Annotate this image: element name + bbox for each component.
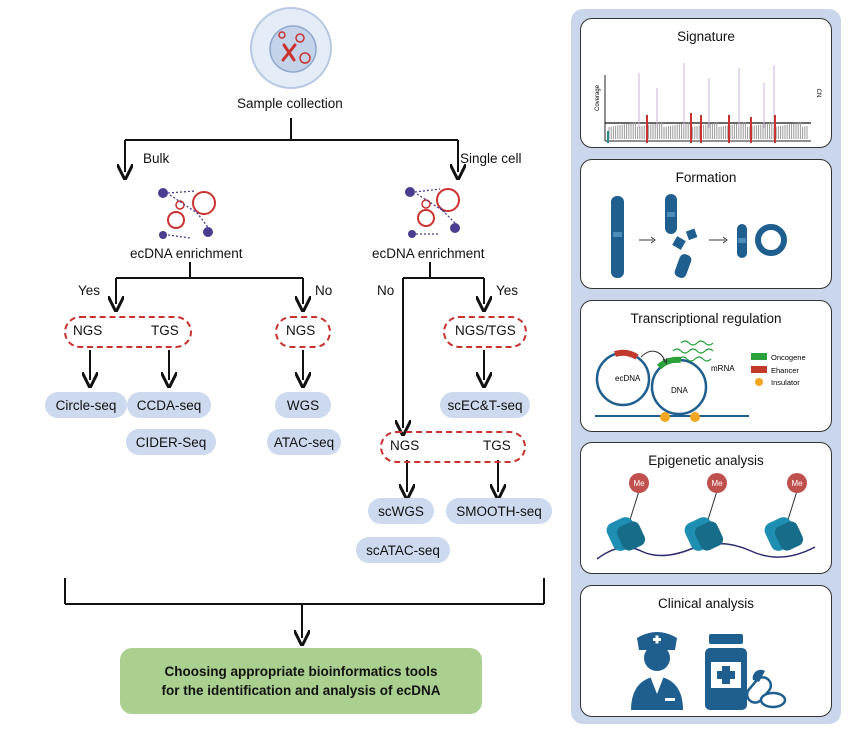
sv-arcs — [638, 63, 775, 128]
methyl-label: Me — [791, 479, 803, 488]
doctor-icon — [631, 632, 683, 710]
signature-title: Signature — [677, 29, 735, 44]
legend-insulator: Insulator — [771, 378, 800, 387]
bulk-label: Bulk — [143, 151, 170, 166]
epigenetic-card: Epigenetic analysis Me Me Me — [580, 442, 832, 574]
ecdna-circle — [755, 224, 787, 256]
enhancer-mark — [614, 349, 639, 360]
chromosome-fragments — [665, 194, 698, 278]
methyl-label: Me — [633, 479, 645, 488]
insulator-dot-2 — [690, 412, 700, 422]
method-scatac-seq: scATAC-seq — [356, 537, 450, 563]
cn-breakpoints — [646, 113, 776, 143]
pill-capsule-icon — [745, 669, 787, 709]
ngs-mid-label: NGS — [286, 323, 316, 338]
nucleosome-3: Me — [764, 473, 807, 551]
legend-insulator-swatch — [755, 378, 763, 386]
dna-text: DNA — [671, 386, 689, 395]
coverage-plot: Coverage CN — [595, 63, 821, 143]
mrna-text: mRNA — [711, 364, 735, 373]
nucleosome-2: Me — [684, 473, 727, 551]
medicine-bottle-icon — [705, 634, 747, 710]
oncogene-mark — [656, 356, 682, 370]
legend-enhancer: Ehancer — [771, 366, 799, 375]
formation-title: Formation — [675, 170, 737, 185]
method-ccda-seq: CCDA-seq — [127, 392, 211, 418]
methyl-label: Me — [711, 479, 723, 488]
nucleosome-1: Me — [606, 473, 649, 551]
clinical-card: Clinical analysis — [580, 585, 832, 717]
methyl-mark — [707, 473, 727, 493]
methyl-mark — [629, 473, 649, 493]
clinical-illustration — [631, 632, 787, 710]
cell-icon — [250, 7, 332, 89]
tgs-bottom-label: TGS — [483, 438, 511, 453]
nucleosome-illustration: Me Me Me — [596, 473, 816, 560]
legend-oncogene: Oncogene — [771, 353, 806, 362]
yes-label-left: Yes — [78, 283, 101, 298]
enrichment-icon-right — [405, 187, 460, 238]
method-scwgs: scWGS — [368, 498, 434, 524]
enrichment-label-right: ecDNA enrichment — [372, 246, 485, 261]
epigenetic-title: Epigenetic analysis — [648, 453, 764, 468]
conclusion-box: Choosing appropriate bioinformatics tool… — [120, 648, 482, 714]
method-smooth-seq: SMOOTH-seq — [446, 498, 552, 524]
method-circle-seq: Circle-seq — [45, 392, 127, 418]
formation-card: Formation — [580, 159, 832, 289]
coverage-axis-label: Coverage — [595, 84, 601, 111]
method-atac-seq: ATAC-seq — [267, 429, 341, 455]
insulator-dot-1 — [660, 412, 670, 422]
cn-axis-label: CN — [815, 89, 821, 98]
no-label-right: No — [377, 283, 395, 298]
sample-collection-label: Sample collection — [237, 96, 343, 111]
tgs-left-label: TGS — [151, 323, 179, 338]
single-cell-label: Single cell — [460, 151, 522, 166]
clinical-title: Clinical analysis — [657, 596, 755, 611]
ngs-bottom-label: NGS — [390, 438, 420, 453]
method-wgs: WGS — [275, 392, 331, 418]
legend-enhancer-swatch — [751, 366, 767, 373]
formation-illustration — [611, 194, 787, 278]
ngs-tgs-bottom-group — [380, 431, 526, 463]
ngs-tgs-right-label: NGS/TGS — [455, 323, 516, 338]
ecdna-text: ecDNA — [615, 374, 641, 383]
method-scect-seq: scEC&T-seq — [440, 392, 530, 418]
method-cider-seq: CIDER-Seq — [126, 429, 216, 455]
yes-label-right: Yes — [496, 283, 519, 298]
ngs-tgs-group — [64, 316, 192, 348]
transcription-title: Transcriptional regulation — [630, 311, 782, 326]
enrichment-label-left: ecDNA enrichment — [130, 246, 243, 261]
ngs-tgs-right-group — [443, 316, 527, 348]
enrichment-icon-left — [158, 188, 216, 239]
legend-oncogene-swatch — [751, 353, 767, 360]
signature-card: Signature Coverage CN — [580, 18, 832, 148]
transcription-card: Transcriptional regulation ecDNA DNA mRN… — [580, 300, 832, 432]
no-label-left: No — [315, 283, 333, 298]
ngs-left-label: NGS — [73, 323, 103, 338]
ngs-mid-group — [275, 316, 331, 348]
conclusion-line-2: for the identification and analysis of e… — [161, 683, 441, 698]
methyl-mark — [787, 473, 807, 493]
conclusion-line-1: Choosing appropriate bioinformatics tool… — [164, 664, 438, 679]
transcription-illustration: ecDNA DNA mRNA Oncogene Ehancer Insulato… — [595, 340, 806, 422]
